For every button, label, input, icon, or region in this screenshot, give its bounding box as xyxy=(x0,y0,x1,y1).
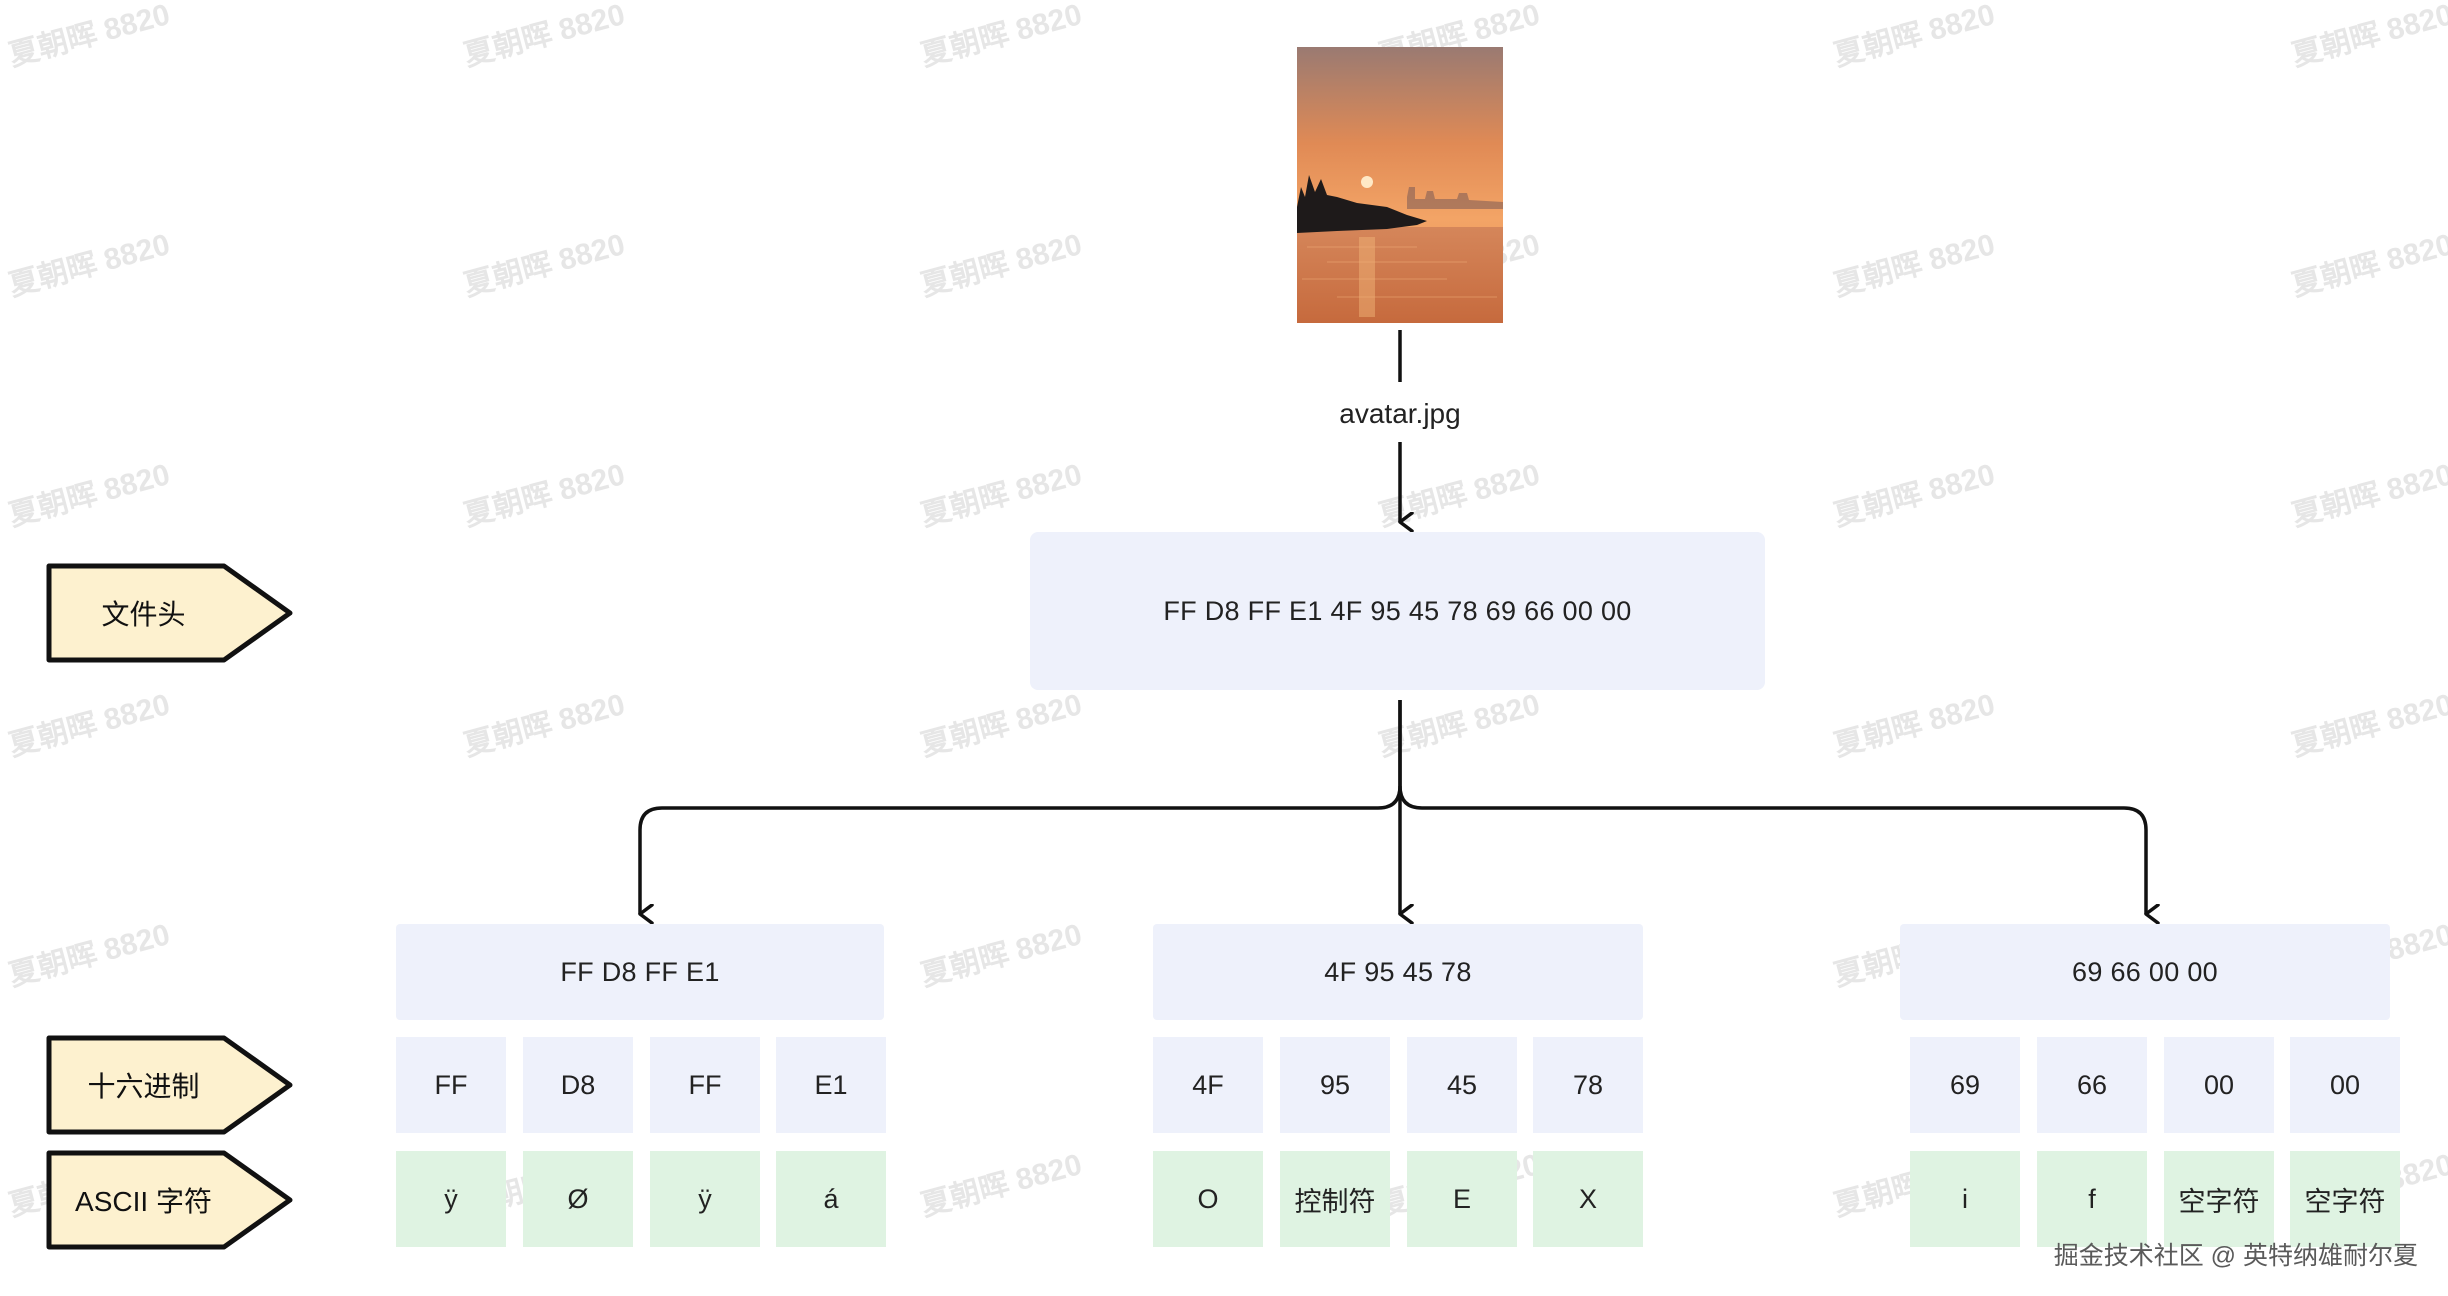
ascii-row-label: ASCII 字符 xyxy=(75,1186,212,1217)
ascii-cell: 空字符 xyxy=(2290,1151,2400,1247)
branch-left-arrow xyxy=(638,700,1402,914)
hex-cell: 4F xyxy=(1153,1037,1263,1133)
hex-cell: 78 xyxy=(1533,1037,1643,1133)
hex-cell: 95 xyxy=(1280,1037,1390,1133)
file-header-label: 文件头 xyxy=(101,599,186,630)
ascii-row-tag: ASCII 字符 xyxy=(46,1150,294,1250)
ascii-cell: ÿ xyxy=(396,1151,506,1247)
hex-cell: FF xyxy=(396,1037,506,1133)
hex-row-tag: 十六进制 xyxy=(46,1035,294,1135)
ascii-cell: f xyxy=(2037,1151,2147,1247)
hex-cell: 69 xyxy=(1910,1037,2020,1133)
ascii-cell: Ø xyxy=(523,1151,633,1247)
branch-right-arrow xyxy=(1398,785,2146,914)
ascii-cell: E xyxy=(1407,1151,1517,1247)
hex-cell: 00 xyxy=(2290,1037,2400,1133)
hex-row-label: 十六进制 xyxy=(87,1071,200,1102)
footer-credit: 掘金技术社区 @ 英特纳雄耐尔夏 xyxy=(2053,1242,2418,1270)
file-header-tag: 文件头 xyxy=(46,563,294,663)
group-2-label: 4F 95 45 78 xyxy=(1153,924,1643,1020)
hex-cell: E1 xyxy=(776,1037,886,1133)
hex-cell: 00 xyxy=(2164,1037,2274,1133)
ascii-cell: i xyxy=(1910,1151,2020,1247)
avatar-image xyxy=(1297,47,1503,323)
header-bytes-box: FF D8 FF E1 4F 95 45 78 69 66 00 00 xyxy=(1030,532,1765,690)
ascii-cell: á xyxy=(776,1151,886,1247)
file-name: avatar.jpg xyxy=(1339,398,1461,429)
ascii-cell: 空字符 xyxy=(2164,1151,2274,1247)
group-1-label: FF D8 FF E1 xyxy=(396,924,884,1020)
group-3-label: 69 66 00 00 xyxy=(1900,924,2390,1020)
hex-cell: D8 xyxy=(523,1037,633,1133)
hex-cell: FF xyxy=(650,1037,760,1133)
hex-cell: 45 xyxy=(1407,1037,1517,1133)
hex-cell: 66 xyxy=(2037,1037,2147,1133)
ascii-cell: 控制符 xyxy=(1280,1151,1390,1247)
ascii-cell: O xyxy=(1153,1151,1263,1247)
ascii-cell: ÿ xyxy=(650,1151,760,1247)
ascii-cell: X xyxy=(1533,1151,1643,1247)
